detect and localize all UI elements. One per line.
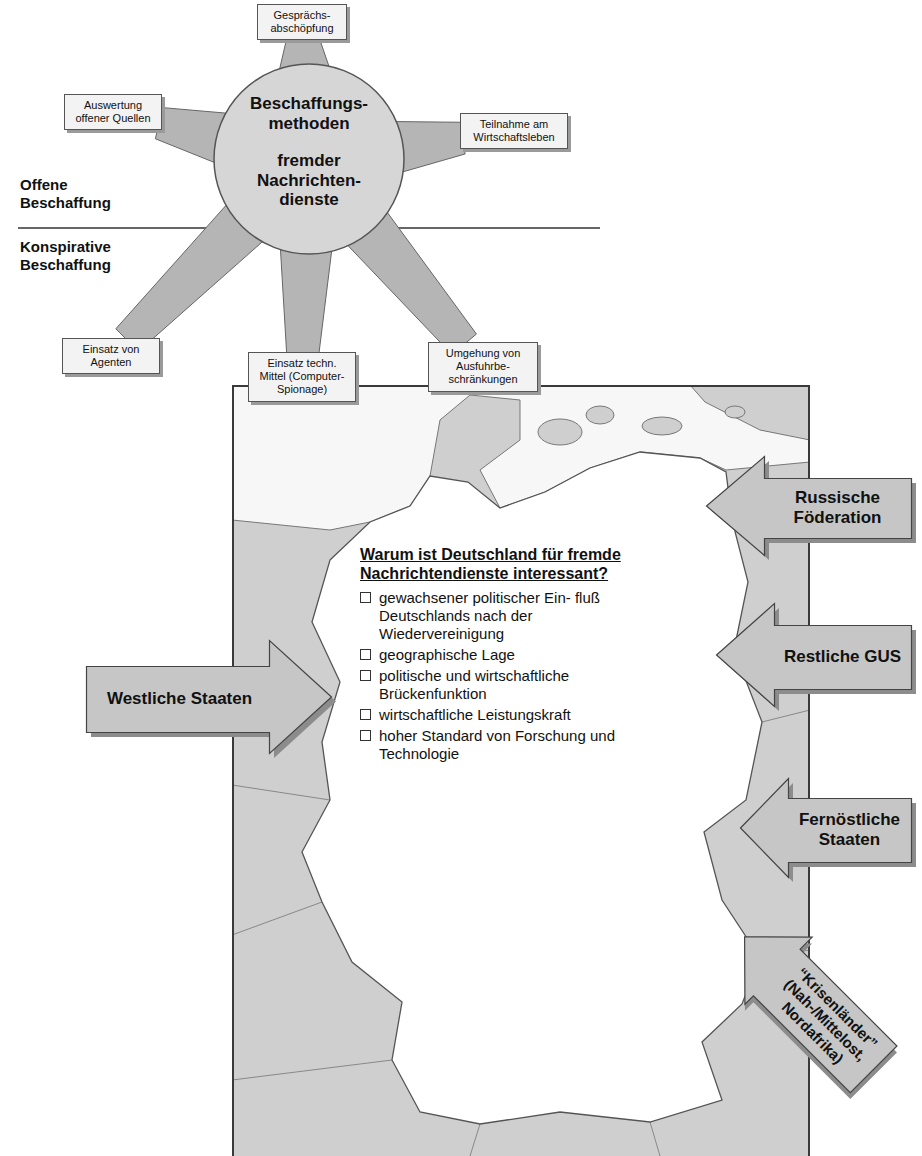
globe-text: Beschaffungs- methoden <box>234 94 384 133</box>
bullet-text: geographische Lage <box>379 646 660 664</box>
bullet-row: geographische Lage <box>360 646 660 664</box>
island <box>538 419 582 445</box>
bullet-text: politische und wirtschaftliche Brückenfu… <box>379 667 660 703</box>
method-text: Einsatz techn. Mittel (Computer- Spionag… <box>254 357 350 397</box>
method-text: Einsatz von Agenten <box>68 343 154 369</box>
origin-arrow: Westliche Staaten <box>86 640 336 758</box>
method-box: Gesprächs- abschöpfung <box>257 4 347 40</box>
origin-arrow: Fernöstliche Staaten <box>740 778 916 882</box>
section-label: Konspirative Beschaffung <box>20 238 145 274</box>
method-box: Einsatz von Agenten <box>62 338 160 374</box>
label-holder: Offene Beschaffung <box>20 176 145 212</box>
bullet-row: wirtschaftliche Leistungskraft <box>360 706 660 724</box>
bullet-row: gewachsener politischer Ein- fluß Deutsc… <box>360 589 660 643</box>
arrow-body <box>87 641 332 754</box>
method-box: Auswertung offener Quellen <box>64 94 162 130</box>
arrow-text: Restliche GUS <box>784 647 901 667</box>
method-text: Auswertung offener Quellen <box>70 99 156 125</box>
germany-shape <box>302 452 762 1124</box>
origin-arrow: Russische Föderation <box>706 456 916 560</box>
arrow-text: Fernöstliche Staaten <box>794 810 905 849</box>
method-text: Gesprächs- abschöpfung <box>263 9 341 35</box>
question-heading: Warum ist Deutschland für fremde Nachric… <box>360 545 640 583</box>
checkbox-symbol <box>360 670 371 681</box>
bullet-text: gewachsener politischer Ein- fluß Deutsc… <box>379 589 660 643</box>
globe-disc <box>214 64 404 254</box>
island <box>642 417 682 435</box>
checkbox-symbol <box>360 592 371 603</box>
label-holder: Konspirative Beschaffung <box>20 238 145 274</box>
arrow-text: Russische Föderation <box>770 488 905 527</box>
checkbox-symbol <box>360 649 371 660</box>
arrow-body <box>717 604 912 707</box>
method-text: Teilnahme am Wirtschaftsleben <box>466 118 562 144</box>
bullet-row: politische und wirtschaftliche Brückenfu… <box>360 667 660 703</box>
method-wedge <box>280 245 332 355</box>
globe-text: fremder Nachrichten- dienste <box>234 151 384 210</box>
method-box: Umgehung von Ausfuhrbe- schränkungen <box>428 342 538 392</box>
section-label: Offene Beschaffung <box>20 176 145 212</box>
checkbox-symbol <box>360 709 371 720</box>
island <box>725 406 745 418</box>
bullet-row: hoher Standard von Forschung und Technol… <box>360 727 660 763</box>
method-box: Einsatz techn. Mittel (Computer- Spionag… <box>248 352 356 402</box>
bullet-text: wirtschaftliche Leistungskraft <box>379 706 660 724</box>
arrow-body <box>707 457 912 556</box>
arrow-body <box>711 903 909 1101</box>
method-text: Umgehung von Ausfuhrbe- schränkungen <box>434 347 532 387</box>
checkbox-symbol <box>360 730 371 741</box>
bullet-text: hoher Standard von Forschung und Technol… <box>379 727 660 763</box>
island <box>586 406 614 424</box>
origin-arrow: Restliche GUS <box>716 603 916 711</box>
arrow-body <box>741 779 912 878</box>
method-box: Teilnahme am Wirtschaftsleben <box>460 113 568 149</box>
globe-circle: Beschaffungs- methoden fremder Nachrichte… <box>212 62 406 256</box>
arrow-text: Westliche Staaten <box>107 689 252 709</box>
